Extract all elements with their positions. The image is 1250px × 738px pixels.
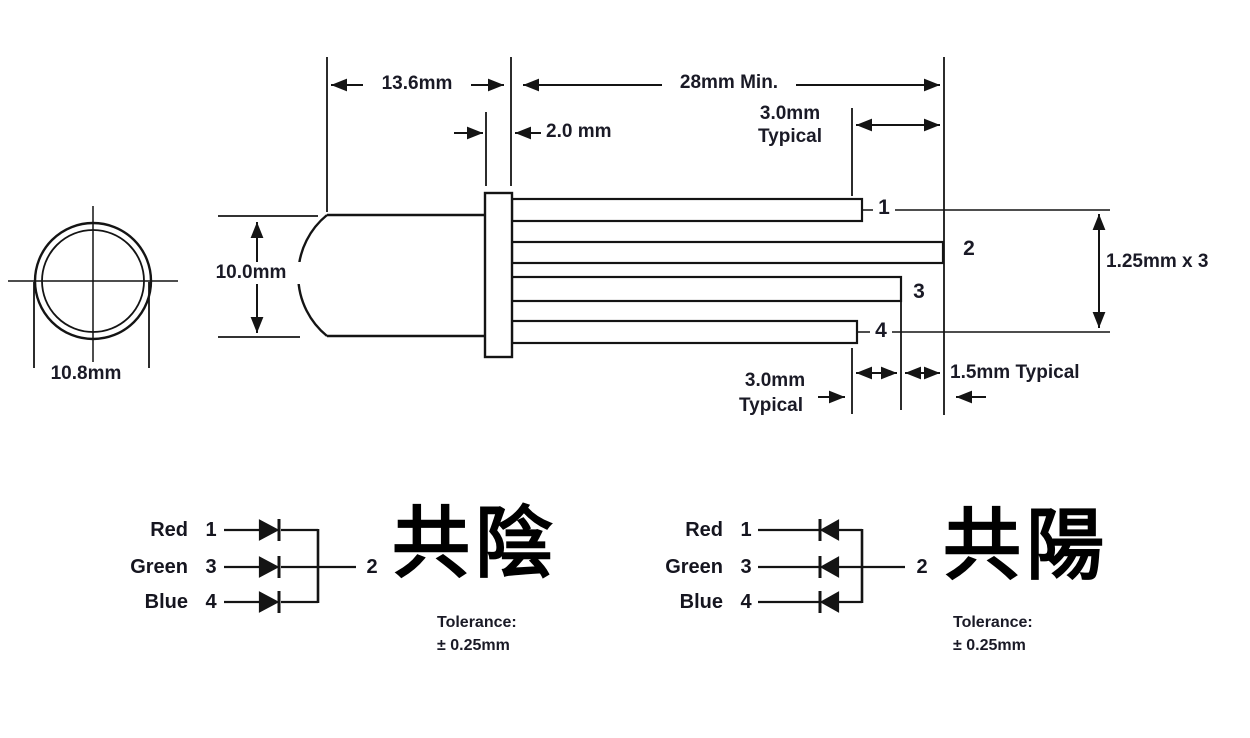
dim-label-bottom-stagger-typical: Typical [738, 395, 804, 416]
dim-label-flange-thickness: 2.0 mm [546, 121, 612, 142]
ca-tolerance-label: Tolerance: [953, 614, 1033, 631]
pin-2-label: 2 [963, 237, 975, 260]
diode-blue-ca [819, 591, 840, 613]
cc-red-label: Red [150, 519, 188, 541]
dome-arc [297, 214, 328, 337]
cc-green-label: Green [130, 556, 188, 578]
dim-label-top-stagger-value: 3.0mm [759, 103, 821, 124]
pin-1-label: 1 [873, 196, 895, 219]
led-body [297, 213, 486, 338]
cc-blue-pin: 4 [205, 591, 217, 613]
flange [483, 191, 514, 359]
cc-tolerance-label: Tolerance: [437, 614, 517, 631]
diode-red-cc [258, 519, 280, 541]
cc-tolerance-value: ± 0.25mm [437, 637, 510, 654]
dim-label-lead-length: 28mm Min. [662, 72, 796, 94]
pin-4-label: 4 [870, 319, 892, 342]
ca-red-pin: 1 [740, 519, 752, 541]
ca-title-common-anode: 共陽 [943, 501, 1110, 591]
cc-green-pin: 3 [205, 556, 217, 578]
dim-label-bottom-stagger-value: 3.0mm [744, 370, 806, 391]
lead-4 [510, 319, 859, 345]
pin-3-label: 3 [913, 280, 925, 303]
ca-green-pin: 3 [740, 556, 752, 578]
diode-green-ca [819, 556, 840, 578]
dim-label-lead-pitch: 1.25mm x 3 [1106, 251, 1209, 272]
diode-red-ca [819, 519, 840, 541]
cc-common-pin: 2 [366, 556, 378, 578]
schematic-common-cathode [224, 519, 356, 613]
dim-label-tip-gap: 1.5mm Typical [950, 362, 1080, 383]
ca-common-pin: 2 [916, 556, 928, 578]
top-view-outline [8, 206, 178, 368]
diode-green-cc [258, 556, 280, 578]
lead-2 [510, 240, 945, 265]
dim-label-flange-diameter: 10.8mm [50, 363, 122, 384]
lead-1 [510, 197, 864, 223]
dim-label-body-diameter: 10.0mm [201, 262, 301, 284]
reference-lines [326, 57, 945, 415]
ca-red-label: Red [685, 519, 723, 541]
lead-3 [510, 275, 903, 303]
ca-tolerance-value: ± 0.25mm [953, 637, 1026, 654]
dim-label-body-length: 13.6mm [363, 73, 471, 95]
dim-label-top-stagger-typical: Typical [757, 126, 823, 147]
schematic-common-anode [758, 519, 905, 613]
ca-blue-pin: 4 [740, 591, 752, 613]
ca-green-label: Green [665, 556, 723, 578]
diode-blue-cc [258, 591, 280, 613]
ca-blue-label: Blue [679, 591, 723, 613]
cc-title-common-cathode: 共陰 [392, 499, 559, 589]
cc-red-pin: 1 [205, 519, 217, 541]
leads [483, 191, 945, 359]
cc-blue-label: Blue [144, 591, 188, 613]
